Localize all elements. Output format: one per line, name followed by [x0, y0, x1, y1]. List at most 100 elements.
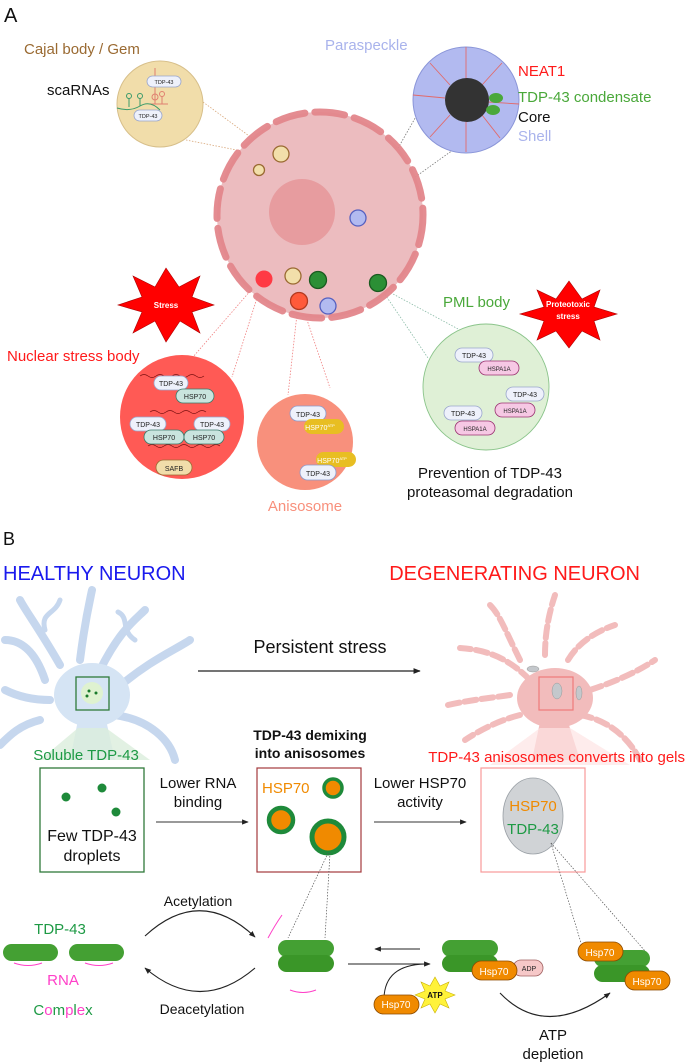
- rna-strand: [13, 962, 43, 966]
- paraspeckle-dot: [349, 209, 367, 227]
- gel-granule: [575, 685, 583, 701]
- healthy-nucleus: [81, 682, 103, 704]
- rna-strand: [267, 914, 283, 939]
- hsp70-pill-label: Hsp70: [633, 977, 662, 988]
- anisosome-dot: [289, 291, 309, 311]
- adp-label: ADP: [522, 966, 537, 973]
- degenerating-title: DEGENERATING NEURON: [389, 563, 640, 585]
- few-droplets-line2: droplets: [64, 848, 121, 865]
- paraspeckle-title: Paraspeckle: [325, 37, 408, 54]
- shell-label: Shell: [518, 128, 551, 145]
- atp-star-label: ATP: [427, 991, 443, 1000]
- lower-rna-line1: Lower RNA: [160, 775, 237, 792]
- hspa1a-pill: HSPA1A: [503, 409, 526, 415]
- gel-title: TDP-43 anisosomes converts into gels: [428, 749, 685, 766]
- proteotoxic-stress-star: Proteotoxic stress: [518, 280, 619, 349]
- gel-hsp70: HSP70: [509, 798, 557, 815]
- cajal-title: Cajal body / Gem: [24, 41, 140, 58]
- hsp70-atp-pill: HSP70ATP: [305, 423, 335, 432]
- condensate-label: TDP-43 condensate: [518, 89, 651, 106]
- anisosome-droplet: [309, 818, 347, 856]
- tdp43-pill: TDP-43: [200, 422, 224, 429]
- acetylation-label: Acetylation: [164, 893, 232, 909]
- nuclear-stress-body-title: Nuclear stress body: [7, 348, 140, 365]
- complex-label: Complex: [33, 1002, 93, 1019]
- gel-granule: [526, 665, 540, 673]
- panel-a-letter: A: [4, 5, 18, 27]
- droplet: [85, 694, 89, 698]
- gel-droplet: [502, 777, 564, 855]
- paraspeckle-inset: [412, 46, 520, 154]
- tdp43-dimer: [278, 940, 334, 957]
- tdp43-pill: TDP-43: [513, 392, 537, 399]
- hsp70-pill: HSP70: [153, 435, 175, 442]
- deacetylation-label: Deacetylation: [160, 1001, 245, 1017]
- healthy-zoom-cone: [40, 728, 150, 760]
- atp-star: ATP: [414, 976, 456, 1014]
- rna-strand: [289, 989, 317, 993]
- cajal-inset: TDP-43 TDP-43: [116, 60, 204, 148]
- demixing-line2: into anisosomes: [255, 745, 366, 761]
- nuclear-stress-body-dot: [255, 270, 273, 288]
- hspa1a-pill: HSPA1A: [463, 427, 486, 433]
- anisosome-title: Anisosome: [268, 498, 342, 515]
- droplet: [94, 691, 98, 695]
- nucleolus: [269, 179, 335, 245]
- hsp70-pill-label: Hsp70: [586, 948, 615, 959]
- acetylation-arrow: [144, 910, 256, 938]
- demixing-line1: TDP-43 demixing: [253, 727, 367, 743]
- pml-caption-line1: Prevention of TDP-43: [418, 465, 562, 482]
- few-droplets-line1: Few TDP-43: [47, 828, 137, 845]
- hsp70-binding-arrow: [383, 963, 426, 999]
- pml-caption-line2: proteasomal degradation: [407, 484, 573, 501]
- lower-rna-line2: binding: [174, 794, 222, 811]
- stress-star: Stress: [116, 267, 215, 343]
- panel-b-letter: B: [3, 529, 15, 549]
- pml-title: PML body: [443, 294, 510, 311]
- droplet: [61, 792, 71, 802]
- rna-label: RNA: [47, 972, 79, 989]
- anisosome-droplet: [266, 805, 296, 835]
- hsp70-pill: [373, 994, 420, 1015]
- degenerating-zoom-cone: [490, 728, 630, 765]
- droplet: [97, 783, 107, 793]
- safb-pill: SAFB: [165, 466, 184, 473]
- hsp70-pill: [577, 941, 624, 962]
- cajal-dot: [272, 145, 290, 163]
- nucleus: [213, 108, 427, 322]
- tdp43-monomer: [69, 944, 124, 961]
- tdp43-dimer: [278, 955, 334, 972]
- hsp70-pill-label: Hsp70: [382, 1000, 411, 1011]
- proteotoxic-label: stress: [556, 312, 580, 321]
- tdp43-pill: TDP-43: [296, 412, 320, 419]
- tdp43-pill: TDP-43: [451, 411, 475, 418]
- hsp70-label: HSP70: [262, 780, 310, 797]
- degenerating-nucleus-box: [538, 676, 574, 711]
- hsp70-pill-label: Hsp70: [480, 967, 509, 978]
- tdp43-pill: TDP-43: [462, 353, 486, 360]
- gel-tdp43: TDP-43: [507, 821, 559, 838]
- pml-dot: [308, 270, 328, 290]
- hsp70-pill: [624, 970, 671, 991]
- stress-star-label: Stress: [154, 301, 179, 310]
- pml-dot: [368, 273, 388, 293]
- cajal-dot: [284, 267, 302, 285]
- tdp43-pill: TDP-43: [306, 471, 330, 478]
- atp-depletion-line2: depletion: [523, 1046, 584, 1063]
- lower-hsp70-line2: activity: [397, 794, 443, 811]
- scarnas-label: scaRNAs: [47, 82, 110, 99]
- proteotoxic-label: Proteotoxic: [546, 300, 591, 309]
- tdp43-label: TDP-43: [34, 921, 86, 938]
- droplet: [87, 689, 91, 693]
- soluble-tdp43-label: Soluble TDP-43: [33, 747, 139, 764]
- healthy-title: HEALTHY NEURON: [3, 563, 186, 585]
- hsp70-pill: HSP70: [184, 394, 206, 401]
- hsp70-atp-pill: HSP70ATP: [317, 456, 347, 465]
- nuclear-stress-body-inset: TDP-43 HSP70 TDP-43 HSP70 TDP-43 HSP70 S…: [120, 355, 244, 479]
- hspa1a-pill: HSPA1A: [487, 367, 510, 373]
- deacetylation-arrow: [144, 967, 256, 993]
- anisosome-droplet: [322, 777, 344, 799]
- soluble-box: [39, 767, 145, 873]
- cajal-dot: [252, 163, 266, 177]
